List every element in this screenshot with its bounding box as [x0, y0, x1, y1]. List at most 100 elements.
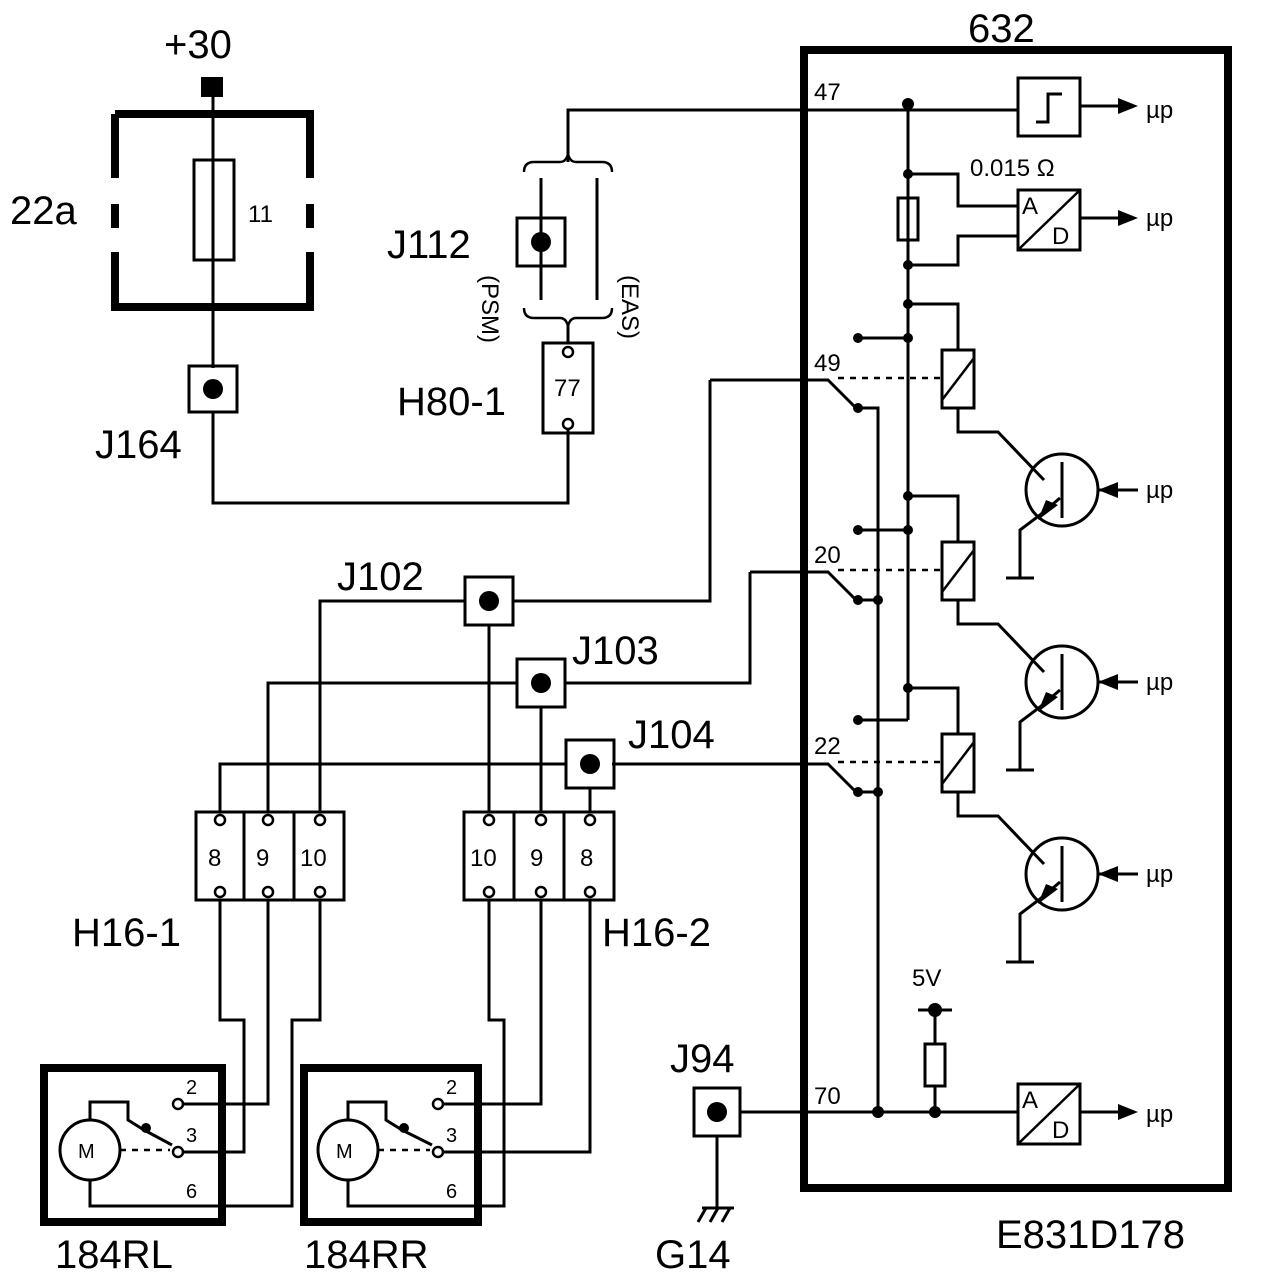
mup-4: µp [1146, 669, 1173, 696]
mup-3: µp [1146, 477, 1173, 504]
j94-node [707, 1102, 727, 1122]
h16-2-pin8-top [583, 813, 597, 827]
relay-3: µp [612, 683, 1173, 964]
h16-1-pin8-bottom [213, 885, 227, 899]
module-outline [800, 46, 1232, 1192]
bus-node-top [902, 98, 914, 110]
connector-j164: J164 [95, 364, 570, 505]
relay2-to-transistor [956, 600, 1046, 674]
module-label: 632 [968, 7, 1035, 51]
relay3-coil-feed [908, 686, 960, 734]
h80-box [541, 341, 595, 435]
wire-rr-pin3 [438, 900, 592, 1154]
h80-label: H80-1 [397, 380, 506, 424]
relay2-coil-diag [941, 549, 975, 593]
ground-hatch-3 [720, 1207, 732, 1223]
relay1-arm [710, 378, 858, 410]
wire-rr-pin2 [438, 900, 543, 1106]
pin47-label: 47 [814, 79, 841, 106]
motor-184rr: M 2 3 6 184RR [300, 1064, 482, 1277]
j112-node [531, 232, 551, 252]
v5-label: 5V [912, 965, 941, 992]
h16-2-pin10-bottom [482, 885, 496, 899]
rl-outline [40, 1064, 226, 1226]
h80-pin-bottom [561, 417, 575, 431]
wire-j103-h16-1 [266, 681, 517, 812]
h80-pin-top [561, 345, 575, 359]
rl-feed [88, 1100, 145, 1132]
h16-1-num-10: 10 [300, 845, 327, 872]
motor-184rl: M 2 3 6 184RL [40, 1064, 226, 1277]
connector-j104: J104 [218, 713, 715, 812]
h16-2-num-9: 9 [530, 845, 543, 872]
brace-bottom [522, 307, 614, 327]
g14-label: G14 [655, 1233, 731, 1277]
h16-1-pin9-bottom [261, 885, 275, 899]
rr-switch-arm [401, 1128, 433, 1147]
h16-1-num-8: 8 [208, 845, 221, 872]
transistor2-arrow [1038, 692, 1058, 712]
ground-return [858, 406, 880, 1112]
connector-h80-1: 77 H80-1 [397, 341, 595, 435]
h16-2-pin9-bottom [534, 885, 548, 899]
fuse-block-22a: +30 11 22a [10, 23, 314, 368]
h16-2-pin8-bottom [583, 885, 597, 899]
j94-label: J94 [670, 1037, 735, 1081]
j104-node [580, 754, 600, 774]
arrow-t3 [1098, 866, 1118, 882]
relay2-return-node [873, 595, 883, 605]
rr-motor-symbol: M [336, 1141, 353, 1163]
relay1-to-transistor [956, 408, 1046, 482]
h16-2-pin9-top [534, 813, 548, 827]
transistor3-emitter [1018, 880, 1061, 962]
wire-rl-pin2 [178, 900, 270, 1106]
wire-rl-pin3 [180, 900, 246, 1154]
fuse-number: 11 [248, 201, 273, 228]
rr-pin6: 6 [446, 1181, 457, 1203]
shunt-sense-a [908, 172, 1018, 208]
wire-j164-h80 [211, 412, 570, 505]
adc-pin70-diag [1017, 1083, 1081, 1145]
connector-h16-1: 8 9 10 H16-1 [72, 810, 346, 955]
wire-rl-pin6 [88, 900, 322, 1208]
shunt-sense-b [908, 234, 1018, 267]
connector-j112: J112 (PSM) (EAS) [387, 108, 910, 344]
module-632: 632 47 49 20 22 70 E831D178 µp 0.015 Ω A… [612, 7, 1232, 1257]
adc-current [1016, 188, 1082, 252]
relay3-to-transistor [956, 792, 1046, 866]
wire-j104-h16-1 [218, 762, 566, 812]
fuse-block-label: 22a [10, 189, 77, 233]
shunt-resistor [896, 196, 920, 242]
adc-pin70-a: A [1022, 1087, 1038, 1114]
arrow-adc-current [1118, 210, 1138, 226]
ground-hatch-2 [708, 1207, 720, 1223]
wire-pin20-j103 [565, 572, 752, 685]
connector-j94: J94 G14 [655, 1037, 742, 1277]
mup-6: µp [1146, 1101, 1173, 1128]
h16-2-label: H16-2 [602, 911, 711, 955]
mup-1: µp [1146, 97, 1173, 124]
connector-j103: J103 [266, 572, 752, 812]
pin70-label: 70 [814, 1083, 841, 1110]
rl-pin6: 6 [186, 1181, 197, 1203]
connector-j102: J102 [318, 380, 712, 812]
rr-label: 184RR [304, 1233, 429, 1277]
rr-outline [300, 1064, 482, 1226]
mup-5: µp [1146, 861, 1173, 888]
rr-pin2: 2 [446, 1077, 457, 1099]
h16-1-pin10-top [313, 813, 327, 827]
pin22-label: 22 [814, 733, 841, 760]
relay1-no-bus [903, 333, 913, 343]
schmitt-symbol [1036, 92, 1062, 124]
relay3-arm [612, 762, 858, 794]
rl-contact-3 [171, 1145, 185, 1159]
rr-pivot [399, 1123, 409, 1133]
brace-top [522, 153, 614, 173]
h16-1-pin8-top [213, 813, 227, 827]
transistor2-emitter [1018, 688, 1061, 770]
j103-node [531, 673, 551, 693]
rr-contact-2 [431, 1097, 445, 1111]
rr-contact-3 [431, 1145, 445, 1159]
battery-terminal [201, 77, 223, 97]
